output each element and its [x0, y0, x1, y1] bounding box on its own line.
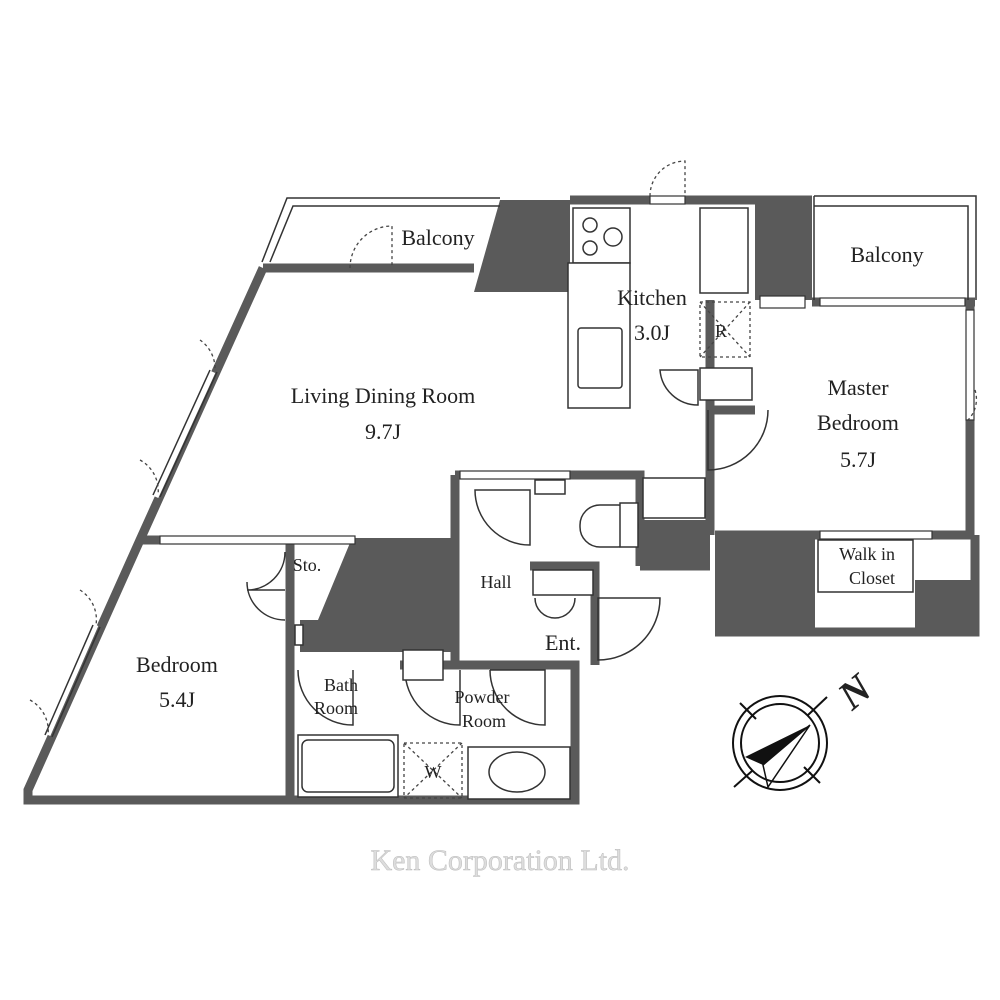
master-label-2: Bedroom [817, 410, 899, 435]
north-label: N [828, 664, 881, 719]
fixtures [294, 207, 914, 800]
washbasin-icon [467, 746, 571, 800]
kitchen-label: Kitchen [617, 285, 687, 310]
balcony-rails [261, 195, 977, 300]
refrigerator-label: R [715, 321, 727, 341]
storage-label: Sto. [293, 555, 322, 575]
structural-columns [300, 200, 975, 652]
walkin-label-2: Closet [849, 568, 895, 588]
master-size: 5.7J [840, 447, 877, 472]
living-label: Living Dining Room [291, 383, 476, 408]
compass-icon: N [732, 664, 882, 791]
bath-label-1: Bath [324, 675, 358, 695]
bath-label-2: Room [314, 698, 358, 718]
walkin-label-1: Walk in [839, 544, 895, 564]
balcony-left-label: Balcony [401, 225, 474, 250]
kitchen-size: 3.0J [634, 320, 671, 345]
balcony-right-label: Balcony [850, 242, 923, 267]
master-label-1: Master [827, 375, 889, 400]
stove-icon [572, 207, 631, 264]
bedroom-size: 5.4J [159, 687, 196, 712]
bedroom-label: Bedroom [136, 652, 218, 677]
room-labels: Balcony Balcony Kitchen 3.0J R Living Di… [136, 225, 924, 782]
sink-icon [577, 327, 623, 389]
entrance-label: Ent. [545, 630, 581, 655]
powder-label-1: Powder [455, 687, 510, 707]
bathtub-icon [297, 734, 399, 798]
washer-label: W [425, 762, 442, 782]
watermark: Ken Corporation Ltd. [370, 844, 629, 877]
windows [44, 195, 975, 738]
living-size: 9.7J [365, 419, 402, 444]
powder-label-2: Room [462, 711, 506, 731]
hall-label: Hall [481, 572, 512, 592]
doors [29, 160, 978, 736]
